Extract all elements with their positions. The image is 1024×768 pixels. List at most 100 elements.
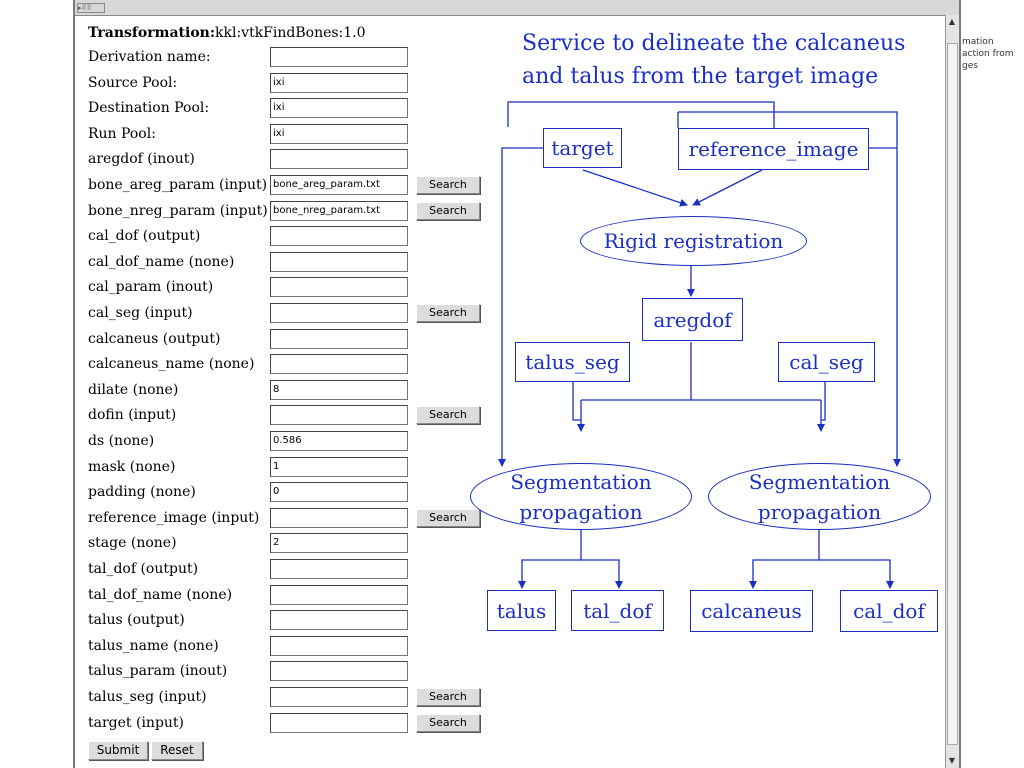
diagram-connectors [498,101,901,589]
node-seg-propagation-right: Segmentation propagation [708,463,931,530]
edge-reference-to-seg-right [678,111,901,467]
side-line: mation [962,37,994,47]
field-input[interactable] [270,328,408,349]
field-label: talus (output) [88,612,185,629]
field-label: dilate (none) [88,381,179,398]
workflow-diagram: Service to delineate the calcaneus and t… [465,22,945,642]
form-row: ds (none) 0.586 [88,431,488,453]
field-label: talus_name (none) [88,637,219,654]
vertical-scrollbar[interactable]: ▲ ▼ [945,15,959,768]
field-input[interactable]: 2 [270,533,408,554]
field-input[interactable] [270,584,408,605]
field-input[interactable] [270,610,408,631]
node-calcaneus: calcaneus [690,590,813,632]
form-row: calcaneus_name (none) [88,354,488,376]
edge-to-talus [518,530,582,589]
form-row: cal_dof (output) [88,226,488,248]
search-button[interactable]: Search [416,508,480,527]
node-target: target [543,128,622,168]
field-label: stage (none) [88,535,177,552]
field-input[interactable]: 1 [270,456,408,477]
field-input[interactable] [270,226,408,247]
search-button[interactable]: Search [416,201,480,220]
form-row: calcaneus (output) [88,328,488,351]
form-row: target (input) Search [88,712,488,735]
search-button[interactable]: Search [416,688,480,706]
form-row: bone_areg_param (input)bone_areg_param.t… [88,175,488,197]
form-row: cal_param (inout) [88,277,488,299]
form-row: Source Pool: ixi [88,72,488,95]
form-row: stage (none) 2 [88,533,488,555]
form-row: talus (output) [88,610,488,632]
field-input[interactable] [270,277,408,298]
scroll-down-icon[interactable]: ▼ [948,756,956,765]
field-label: cal_dof_name (none) [88,253,235,270]
submit-button[interactable]: Submit [88,741,148,761]
field-input[interactable] [270,405,408,426]
field-label: bone_nreg_param (input) [88,202,268,219]
field-input[interactable]: bone_nreg_param.txt [270,200,408,221]
scroll-thumb[interactable] [947,43,958,745]
field-input[interactable] [270,303,408,323]
form-row: dofin (input) Search [88,405,488,427]
node-aregdof: aregdof [642,298,743,341]
field-input[interactable] [270,251,408,272]
field-input[interactable] [270,47,408,67]
field-input[interactable] [270,507,408,528]
node-reference-image: reference_image [678,128,869,170]
form-row: dilate (none) 8 [88,379,488,402]
field-input[interactable] [270,661,408,682]
field-input[interactable] [270,149,408,170]
field-input[interactable]: ixi [270,72,408,93]
field-label: talus_seg (input) [88,689,207,705]
field-label: tal_dof_name (none) [88,586,233,603]
side-line: ges [962,61,978,71]
edge-cal-seg [821,380,826,421]
form-row: Destination Pool:ixi [88,98,488,120]
field-label: calcaneus (output) [88,330,221,347]
field-input[interactable]: bone_areg_param.txt [270,175,408,195]
field-input[interactable] [270,559,408,579]
node-cal-dof: cal_dof [840,590,938,632]
node-seg-propagation-left: Segmentation propagation [470,463,692,530]
form-title: Transformation:kkl:vtkFindBones:1.0 [88,25,366,41]
node-talus: talus [487,590,556,631]
field-input[interactable] [270,635,408,656]
field-label: Derivation name: [88,49,211,65]
field-input[interactable]: 0 [270,482,408,503]
form-row: padding (none) 0 [88,482,488,504]
form-row: talus_name (none) [88,635,488,658]
form-row: tal_dof (output) [88,559,488,581]
frame-grip-handle[interactable]: ▸⠿⠿ [77,3,105,13]
edge-target-to-seg-left [498,147,543,467]
field-input[interactable] [270,712,408,733]
form-row: aregdof (inout) [88,149,488,171]
search-button[interactable]: Search [416,176,480,194]
field-label: dofin (input) [88,407,177,424]
search-button[interactable]: Search [416,406,480,425]
reset-button[interactable]: Reset [151,741,203,761]
field-input[interactable] [270,687,408,707]
edge-top-bracket [507,101,775,128]
field-input[interactable]: 8 [270,379,408,400]
field-label: target (input) [88,714,185,731]
diagram-title: Service to delineate the calcaneus and t… [522,31,906,89]
form-row: cal_seg (input)Search [88,303,488,325]
scroll-up-icon[interactable]: ▲ [948,17,956,26]
form-row: tal_dof_name (none) [88,584,488,607]
window-titlebar: ▸⠿⠿ [75,0,959,16]
form-row: talus_param (inout) [88,661,488,683]
field-label: calcaneus_name (none) [88,356,255,373]
field-input[interactable]: ixi [270,98,408,119]
field-input[interactable]: 0.586 [270,431,408,451]
field-input[interactable]: ixi [270,123,408,144]
field-input[interactable] [270,354,408,375]
edge-to-calcaneus [749,530,820,589]
field-label: cal_param (inout) [88,279,214,296]
field-label: padding (none) [88,484,196,501]
field-label: ds (none) [88,433,155,449]
edge-reference-to-rigid [692,169,763,206]
field-label: Source Pool: [88,74,178,91]
search-button[interactable]: Search [416,713,480,732]
search-button[interactable]: Search [416,304,480,322]
